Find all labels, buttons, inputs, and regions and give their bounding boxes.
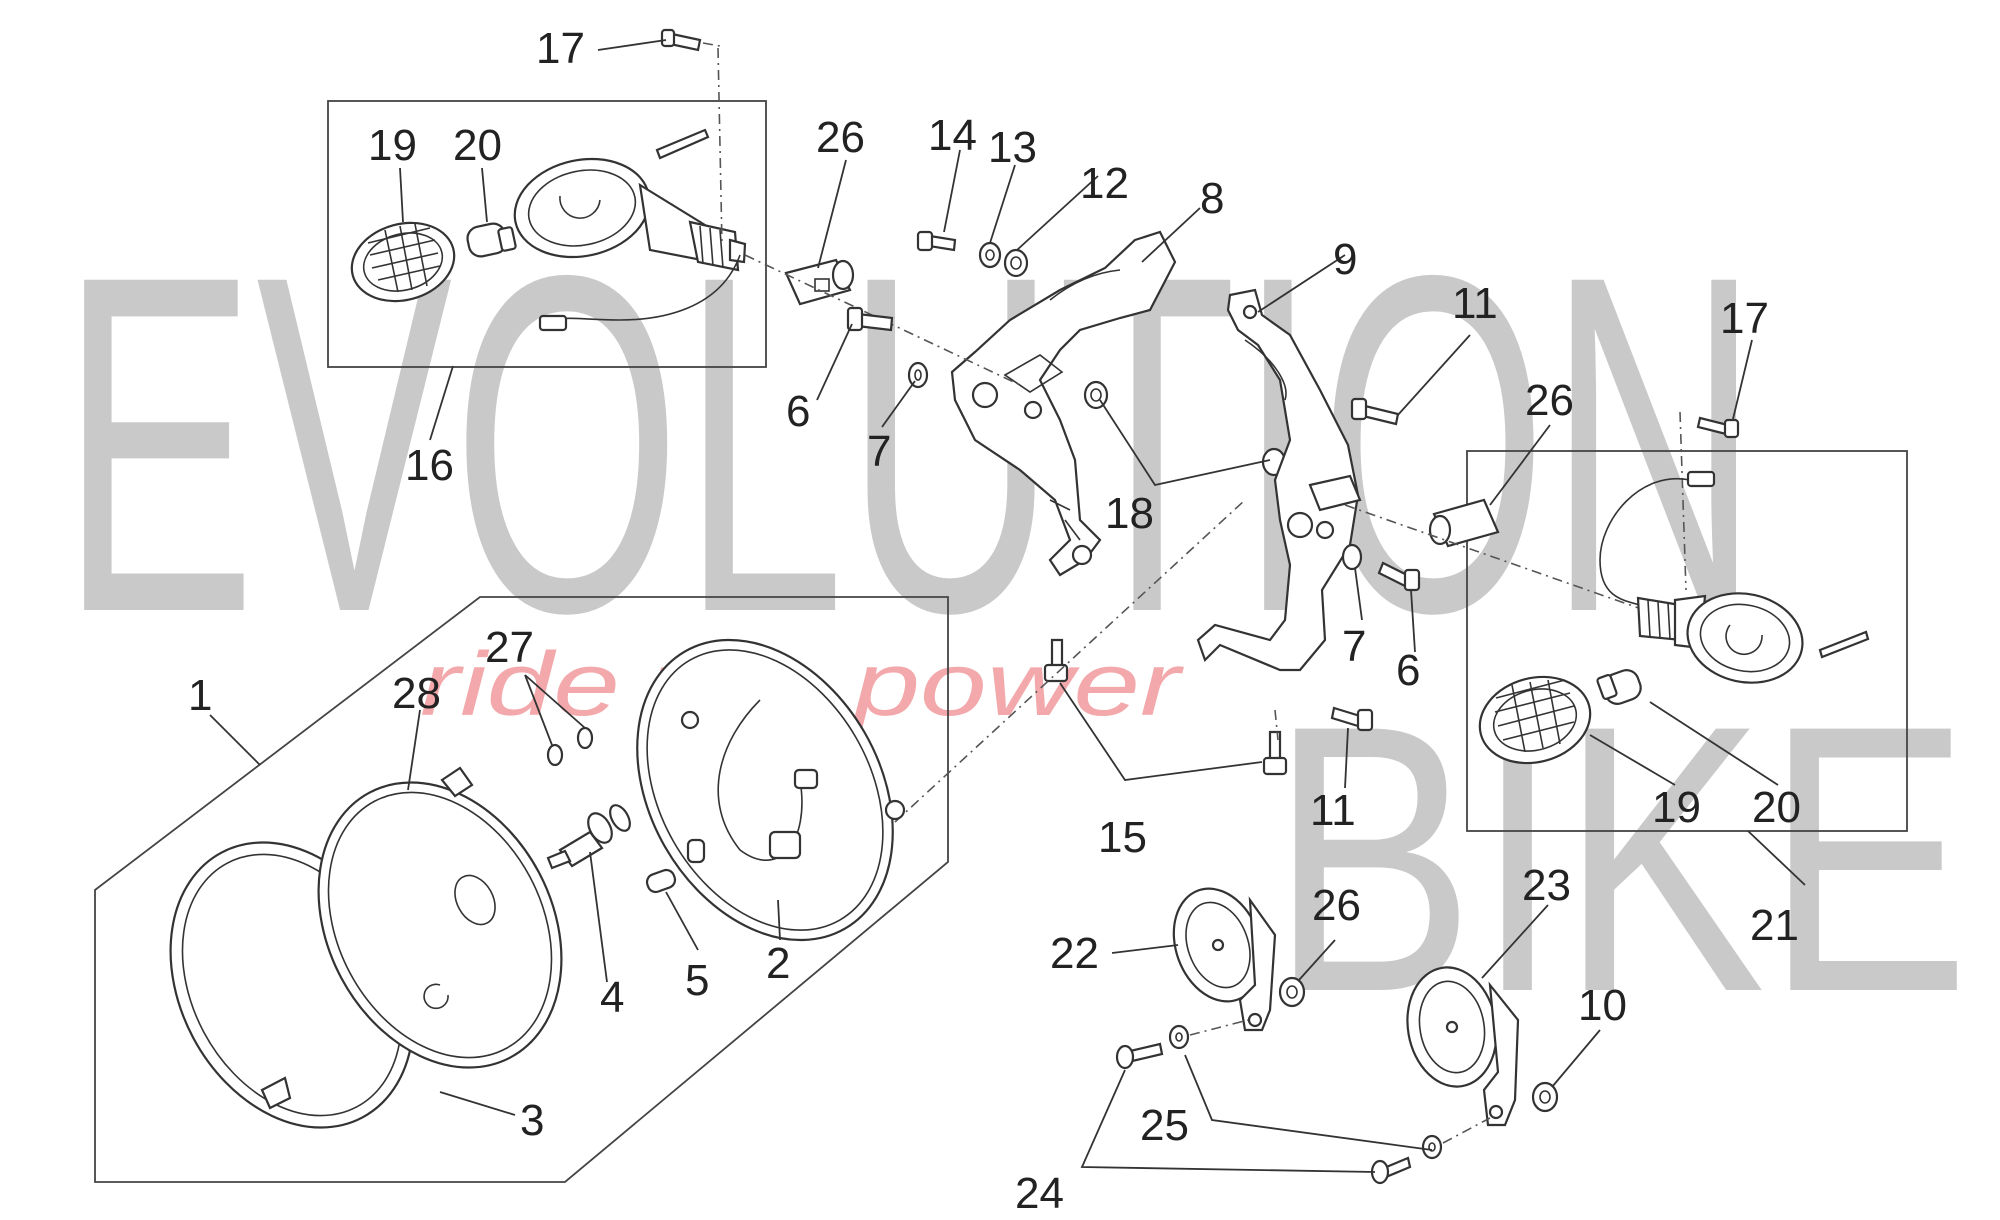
- callout-11-upper: 11: [1452, 279, 1498, 328]
- mount-bracket-8: [950, 230, 1177, 577]
- screw-17-left: [660, 28, 723, 246]
- callout-22: 22: [1050, 929, 1099, 978]
- callout-1: 1: [188, 671, 212, 720]
- callout-15: 15: [1098, 813, 1147, 862]
- callout-23: 23: [1522, 861, 1571, 910]
- callout-labels: 17 19 20 26 14 13 12 8 9 11 16 6 7 18 26…: [188, 24, 1801, 1218]
- right-turn-indicator: [1599, 470, 1870, 684]
- axis-bracket-9: [1274, 709, 1279, 741]
- callout-26-horn: 26: [1312, 881, 1361, 930]
- headlight-bulb-4: [546, 804, 631, 870]
- callout-2: 2: [766, 939, 790, 988]
- callout-17-right: 17: [1720, 294, 1769, 343]
- axis-horn-23: [1442, 1117, 1491, 1144]
- callout-27: 27: [485, 623, 534, 672]
- callout-6-right: 6: [1396, 646, 1420, 695]
- callout-13: 13: [988, 123, 1037, 172]
- watermark-line1: EVOLUTION: [60, 175, 1760, 712]
- axis-horn-22: [1189, 1019, 1249, 1036]
- callout-18: 18: [1105, 489, 1154, 538]
- group-box-right-indicator: [1466, 450, 1908, 832]
- watermark: EVOLUTION BIKE ride the power: [60, 175, 1970, 1071]
- screw-17-right: [1679, 411, 1740, 591]
- callout-26-center: 26: [816, 113, 865, 162]
- headlight-housing-2: [636, 638, 906, 942]
- washer-25-lower: [1421, 1134, 1443, 1160]
- indicator-screw-left: [655, 128, 710, 160]
- callout-7-left: 7: [867, 427, 891, 476]
- callout-28: 28: [392, 669, 441, 718]
- callout-25: 25: [1140, 1101, 1189, 1150]
- washer-25-upper: [1168, 1024, 1190, 1050]
- callout-12: 12: [1080, 159, 1129, 208]
- callout-19-right: 19: [1652, 783, 1701, 832]
- horn-23: [1406, 966, 1520, 1127]
- washer-7-right: [1341, 543, 1363, 571]
- bolt-24-upper: [1115, 1042, 1164, 1070]
- bolt-6-right: [1377, 561, 1421, 592]
- pilot-bulb-5: [645, 868, 677, 894]
- callout-24: 24: [1015, 1169, 1064, 1218]
- bolt-24-lower: [1370, 1156, 1412, 1185]
- callout-6-left: 6: [786, 387, 810, 436]
- axis-left-indicator: [744, 254, 1021, 386]
- left-turn-indicator: [350, 28, 747, 332]
- nut-10: [1531, 1081, 1559, 1113]
- axis-right-indicator: [1344, 504, 1651, 613]
- indicator-bulb-right: [1596, 669, 1642, 705]
- callout-20-left: 20: [453, 121, 502, 170]
- nut-26-horn: [1278, 976, 1306, 1008]
- callout-26-right: 26: [1525, 376, 1574, 425]
- callout-11-lower: 11: [1310, 786, 1356, 835]
- washer-7-left: [907, 361, 929, 389]
- callout-8: 8: [1200, 174, 1224, 223]
- callout-21: 21: [1750, 901, 1799, 950]
- washer-13: [978, 241, 1002, 269]
- group-box-headlight: [94, 596, 949, 1183]
- axis-headlight-mount: [894, 499, 1246, 823]
- callout-3: 3: [520, 1096, 544, 1145]
- callout-16: 16: [405, 441, 454, 490]
- horn-22: [1172, 887, 1277, 1032]
- indicator-housing-left: [513, 157, 747, 332]
- screw-15-lower: [1262, 730, 1288, 776]
- headlight-reflector-28: [317, 766, 563, 1069]
- callout-17-left: 17: [536, 24, 585, 73]
- watermark-line2: BIKE: [1270, 646, 1970, 1071]
- leader-lines: [209, 39, 1806, 1173]
- callout-9: 9: [1333, 235, 1357, 284]
- indicator-lens-left: [350, 221, 456, 303]
- mount-bracket-9: [1196, 288, 1362, 672]
- bolt-11-upper: [1350, 397, 1400, 426]
- callout-14: 14: [928, 111, 977, 160]
- callout-7-right: 7: [1342, 622, 1366, 671]
- indicator-lens-right: [1478, 675, 1592, 765]
- group-box-left-indicator: [327, 100, 767, 368]
- bolt-11-lower: [1330, 706, 1374, 732]
- bolt-14: [916, 230, 957, 252]
- callout-5: 5: [685, 956, 709, 1005]
- callout-19-left: 19: [368, 121, 417, 170]
- callout-10: 10: [1578, 981, 1627, 1030]
- nut-12: [1003, 248, 1029, 278]
- callout-4: 4: [600, 973, 624, 1022]
- callout-20-right: 20: [1752, 783, 1801, 832]
- indicator-bulb-left: [466, 222, 517, 258]
